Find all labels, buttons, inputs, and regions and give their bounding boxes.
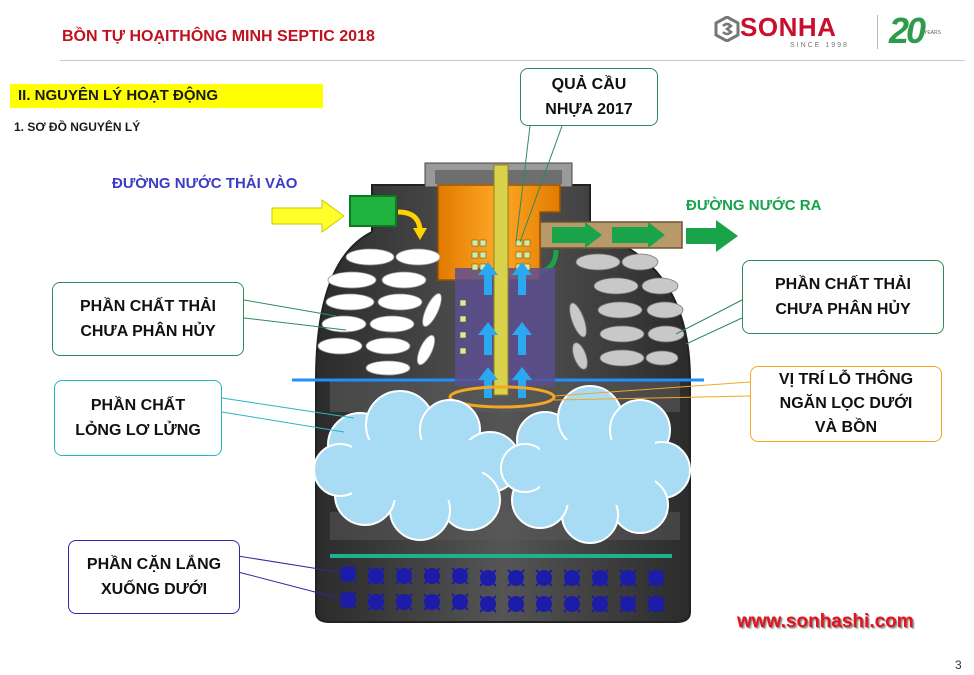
filter-hole-ring xyxy=(448,385,556,409)
sonha-logo-icon xyxy=(714,16,740,42)
inlet-label: ĐƯỜNG NƯỚC THẢI VÀO xyxy=(112,175,298,192)
waste-blobs-right xyxy=(569,253,685,370)
outlet-label: ĐƯỜNG NƯỚC RA xyxy=(686,197,822,214)
brand-logo-text: SONHA xyxy=(740,12,837,42)
anniversary-badge: 20 xyxy=(889,10,926,51)
anniversary-sub: YEARS xyxy=(924,30,941,36)
header-divider xyxy=(60,60,965,61)
inlet-pipe xyxy=(349,195,397,227)
page-number: 3 xyxy=(955,658,962,672)
section-heading: II. NGUYÊN LÝ HOẠT ĐỘNG xyxy=(10,84,323,108)
center-rod xyxy=(493,164,509,396)
website-link[interactable]: www.sonhashi.com xyxy=(737,611,914,632)
brand-since-text: SINCE 1998 xyxy=(790,42,849,49)
subsection-heading: 1. SƠ ĐỒ NGUYÊN LÝ xyxy=(14,120,141,134)
suspended-liquid-clouds xyxy=(313,385,691,544)
outlet-arrow xyxy=(686,220,738,252)
inlet-arrow xyxy=(271,199,345,233)
logo-separator xyxy=(877,15,878,49)
slide-title: BỒN TỰ HOẠITHÔNG MINH SEPTIC 2018 xyxy=(62,28,375,45)
